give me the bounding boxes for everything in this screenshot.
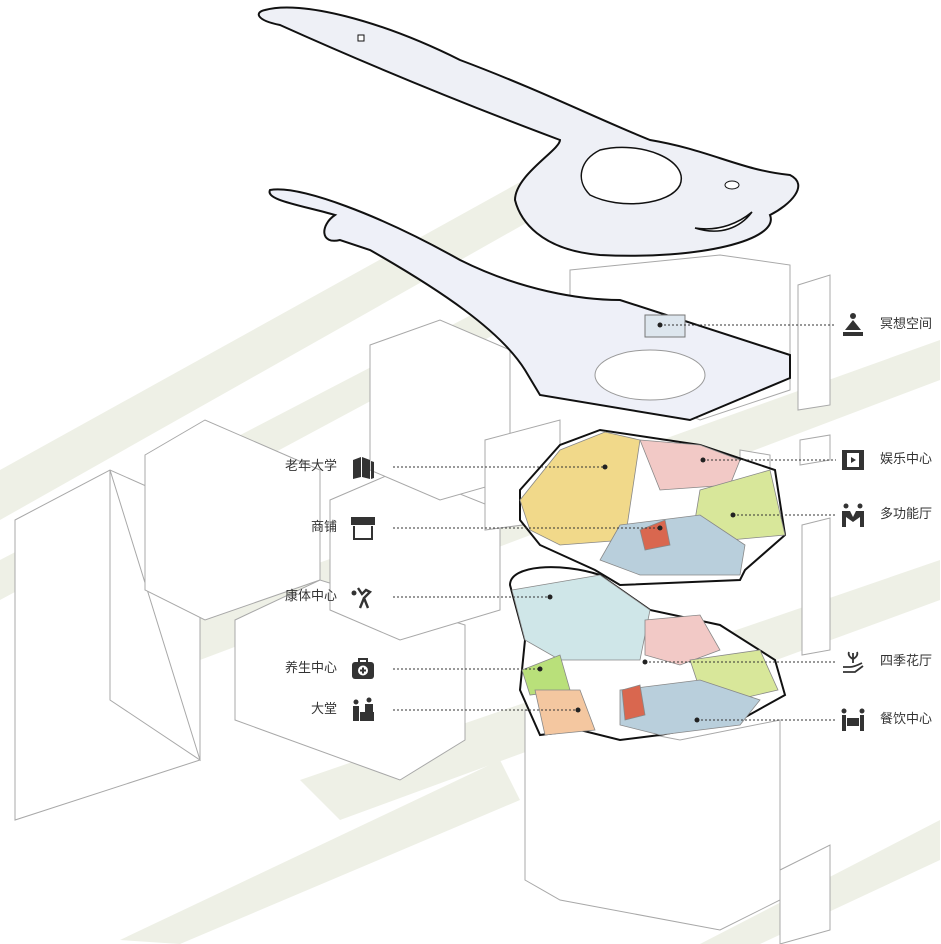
label-senior-university: 老年大学 xyxy=(284,459,337,474)
floor-meditation-level xyxy=(268,188,791,422)
label-shops: 商铺 xyxy=(310,520,337,535)
leader-lines xyxy=(393,322,836,723)
shop-icon xyxy=(351,517,375,540)
books-icon xyxy=(353,457,374,479)
medical-kit-icon xyxy=(352,658,374,679)
label-four-seasons-hall: 四季花厅 xyxy=(880,654,933,669)
people-icon xyxy=(842,503,864,527)
label-wellness-center: 养生中心 xyxy=(284,661,337,676)
floor-middle-level xyxy=(519,428,787,587)
roof-canopy xyxy=(257,6,800,257)
floor-ground-level xyxy=(508,566,787,742)
label-entertainment-center: 娱乐中心 xyxy=(880,452,933,467)
dining-table-icon xyxy=(841,708,865,731)
label-multifunction-hall: 多功能厅 xyxy=(880,507,933,522)
label-fitness-center: 康体中心 xyxy=(284,589,337,604)
plant-hand-icon xyxy=(843,651,864,673)
reception-icon xyxy=(353,697,374,721)
label-meditation-space: 冥想空间 xyxy=(880,317,933,332)
film-icon xyxy=(842,450,864,470)
exercise-icon xyxy=(351,587,373,609)
label-dining-center: 餐饮中心 xyxy=(880,712,933,727)
meditation-icon xyxy=(843,313,863,336)
label-lobby: 大堂 xyxy=(310,702,337,717)
